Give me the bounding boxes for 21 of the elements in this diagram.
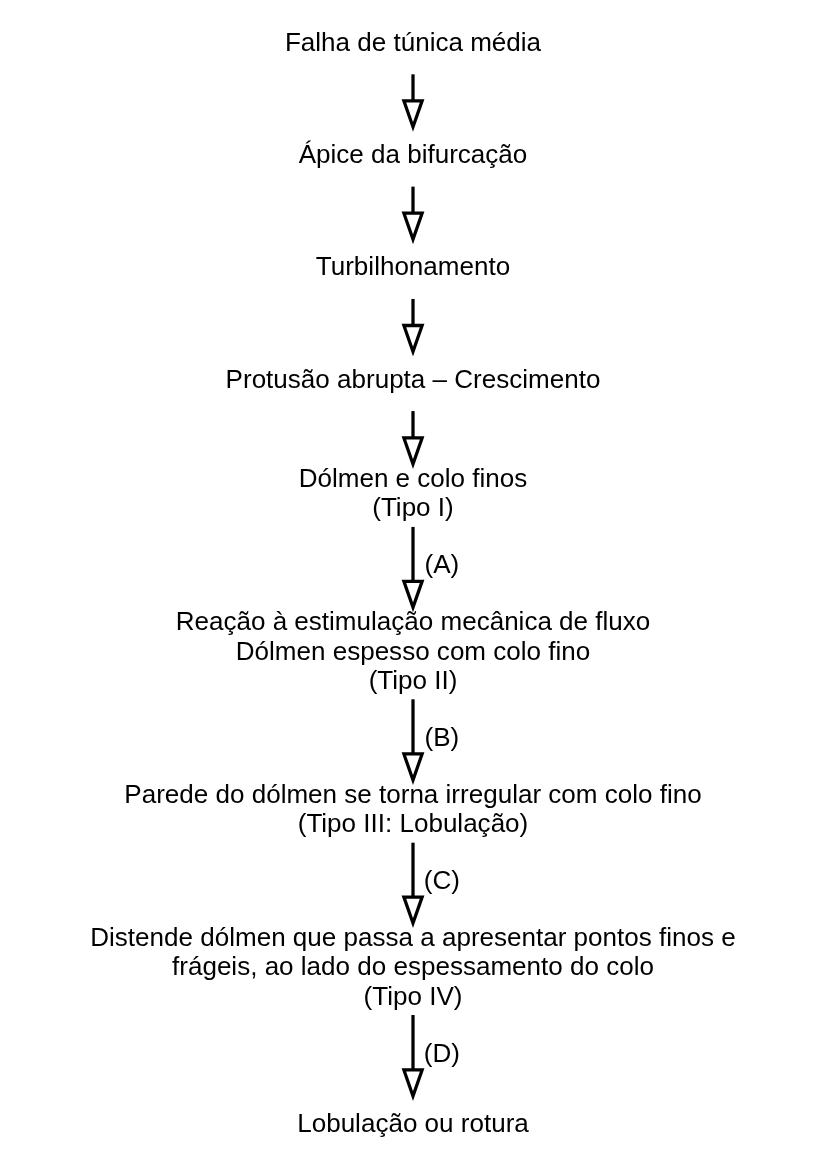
arrow — [401, 186, 424, 245]
arrow — [401, 74, 424, 132]
arrow — [401, 411, 424, 469]
arrow — [401, 526, 424, 613]
arrow — [401, 699, 424, 785]
node-text: Lobulação ou rotura — [296, 1107, 529, 1138]
node-text: Parede do dólmen se torna irregular com colo fino (Tipo III: Lobulação) — [123, 778, 702, 839]
arrow — [401, 1015, 424, 1101]
edge-label: (A) — [423, 549, 459, 580]
edge-label: (D) — [423, 1037, 460, 1068]
edge-label: (B) — [423, 721, 459, 752]
node-text: Turbilhonamento — [315, 251, 510, 282]
node-text: Ápice da bifurcação — [298, 139, 527, 170]
edge-label: (C) — [423, 865, 460, 896]
node-text: Dólmen e colo finos (Tipo I) — [298, 463, 527, 523]
arrow — [401, 842, 424, 929]
arrow — [401, 298, 424, 357]
node-text: Distende dólmen que passa a apresentar pontos finos e frágeis, ao lado do espessamento do colo (Tipo IV) — [89, 922, 736, 1011]
node-text: Falha de túnica média — [284, 26, 541, 57]
node-text: Protusão abrupta – Crescimento — [225, 363, 600, 394]
node-text: Reação à estimulação mecânica de fluxo Dólmen espesso com colo fino (Tipo II) — [175, 606, 650, 695]
